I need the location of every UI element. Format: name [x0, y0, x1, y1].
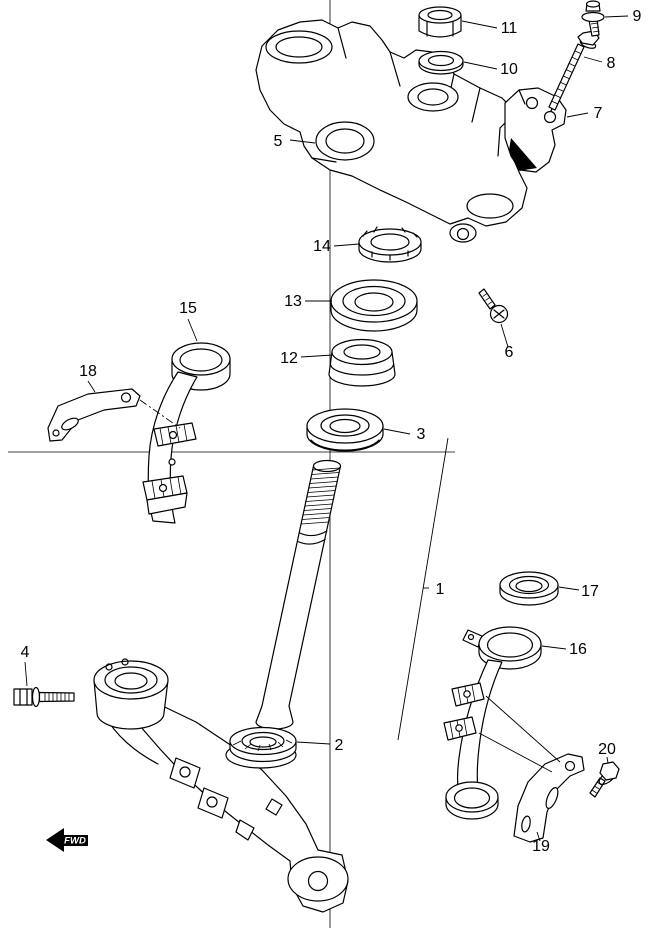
part-1-lower-bracket	[93, 658, 349, 913]
part-3-dust-seal	[306, 408, 384, 452]
part-label-9: 9	[633, 8, 642, 25]
part-4-bolt	[13, 686, 75, 708]
part-1-steering-stem	[255, 459, 342, 730]
part-15-bracket-left	[142, 342, 231, 524]
part-label-15: 15	[179, 300, 197, 317]
part-label-4: 4	[21, 644, 30, 661]
part-label-14: 14	[313, 238, 331, 255]
part-label-1: 1	[436, 581, 445, 598]
part-11-nut	[418, 6, 462, 38]
part-2-lower-bearing	[225, 726, 297, 769]
part-label-19: 19	[532, 838, 550, 855]
callout-lines	[24, 15, 629, 842]
stack-line	[397, 437, 449, 741]
part-label-2: 2	[335, 737, 344, 754]
part-19-stay-bracket	[513, 753, 585, 843]
part-9-bolt	[581, 0, 605, 37]
part-label-8: 8	[607, 55, 616, 72]
part-label-12: 12	[280, 350, 298, 367]
part-7-bracket	[504, 87, 567, 173]
part-label-3: 3	[417, 426, 426, 443]
part-12-race	[328, 338, 396, 387]
part-label-18: 18	[79, 363, 97, 380]
part-label-20: 20	[598, 741, 616, 758]
part-18-stay-bracket	[47, 388, 141, 442]
part-label-10: 10	[500, 61, 518, 78]
part-20-bolt	[589, 761, 620, 798]
part-8-bolt	[548, 30, 600, 111]
part-labels: 1 2 3 4 5 6 7 8 9 10 11 12 13 14 15 16 1…	[21, 8, 642, 855]
part-14-locknut	[358, 226, 422, 263]
part-label-16: 16	[569, 641, 587, 658]
part-label-5: 5	[274, 133, 283, 150]
part-17-race	[499, 571, 559, 606]
part-label-6: 6	[505, 344, 514, 361]
part-label-13: 13	[284, 293, 302, 310]
part-16-bracket-right	[443, 626, 542, 820]
part-5-upper-bracket	[255, 19, 528, 243]
fwd-label: FWD	[64, 836, 86, 847]
part-6-screw	[478, 288, 509, 324]
part-label-11: 11	[501, 20, 518, 37]
part-label-7: 7	[594, 105, 603, 122]
fwd-marker: FWD	[46, 828, 88, 852]
fwd-arrow-icon	[46, 828, 88, 852]
part-10-washer	[418, 50, 464, 75]
part-label-17: 17	[581, 583, 599, 600]
part-13-upper-bearing	[330, 279, 418, 332]
